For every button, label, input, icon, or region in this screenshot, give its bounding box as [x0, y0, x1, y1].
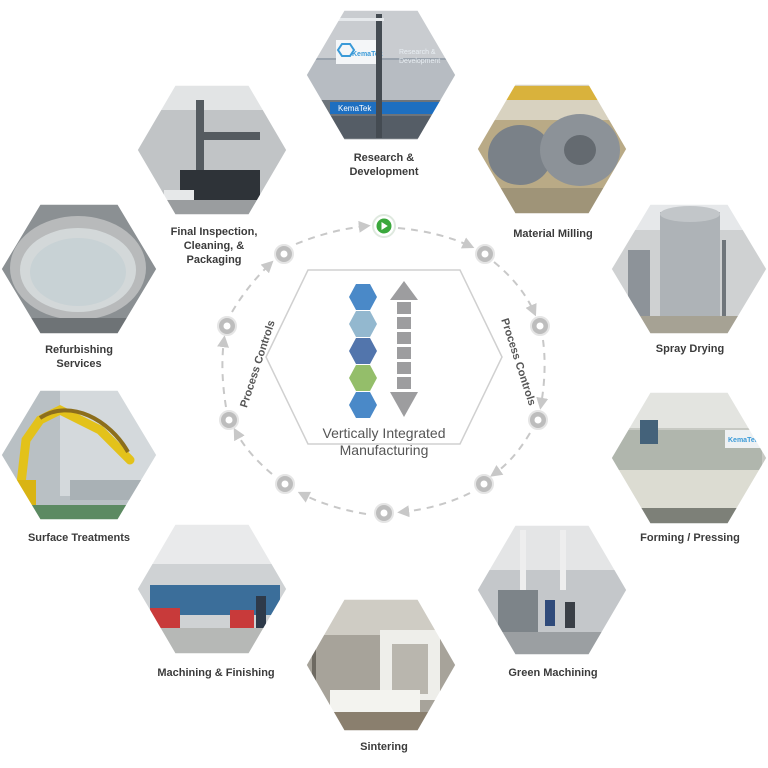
label-final-inspection: Final Inspection, Cleaning, & Packaging	[154, 225, 274, 267]
ring-arrow	[397, 492, 471, 518]
label-green-machining: Green Machining	[493, 666, 613, 680]
label-spray-drying: Spray Drying	[630, 342, 750, 356]
photo-material-milling	[477, 84, 627, 214]
ring-arrow	[397, 227, 475, 249]
label-line: Surface Treatments	[27, 532, 131, 544]
photo-final-inspection	[137, 85, 287, 215]
label-line: Material Milling	[513, 228, 593, 240]
label-machining-finishing: Machining & Finishing	[146, 666, 286, 680]
label-refurbishing-services: Refurbishing Services	[19, 343, 139, 371]
label-line: Sintering	[360, 741, 408, 753]
label-forming-pressing: Forming / Pressing	[628, 531, 752, 545]
start-node-play-icon[interactable]	[372, 214, 396, 238]
photo-forming-pressing: KemaTek	[611, 392, 767, 524]
hex-stack	[349, 284, 377, 418]
photo-refurbishing-services	[1, 204, 157, 334]
photo-surface-treatments	[1, 390, 157, 520]
center-title-line1: Vertically Integrated	[322, 425, 446, 441]
label-sintering: Sintering	[334, 740, 434, 754]
hex-blue	[349, 284, 377, 310]
label-line: Refurbishing	[45, 344, 113, 356]
center-hexagon-outline	[265, 269, 503, 445]
label-line: Packaging	[186, 254, 242, 266]
label-line: Cleaning, &	[183, 240, 245, 252]
ring-arrow	[490, 432, 531, 477]
label-line: Green Machining	[508, 667, 598, 679]
photo-research-development: KemaTek Research & Development KemaTek	[306, 10, 456, 140]
hex-darkblue	[349, 338, 377, 364]
ring-arrow	[536, 339, 549, 410]
photo-spray-drying	[611, 204, 767, 334]
ring-arrow	[233, 427, 273, 475]
ring-arrow	[493, 261, 537, 317]
ring-arrow	[295, 220, 371, 245]
ring-arrow	[231, 260, 274, 313]
label-research-development: Research & Development	[334, 151, 434, 179]
hex-lightblue	[349, 311, 377, 337]
hex-green	[349, 365, 377, 391]
label-material-milling: Material Milling	[493, 227, 613, 241]
label-line: Machining & Finishing	[157, 667, 275, 679]
photo-green-machining	[477, 525, 627, 655]
sign-text-research: Research &	[399, 49, 436, 56]
center-title-line2: Manufacturing	[339, 442, 429, 458]
kematek-sign-text: KemaTek	[352, 51, 383, 58]
label-line: Development	[349, 166, 419, 178]
photo-machining-finishing	[137, 524, 287, 654]
label-line: Research &	[353, 152, 415, 164]
kematek-machine-text: KemaTek	[728, 437, 759, 444]
label-line: Final Inspection,	[170, 226, 258, 238]
sign-text-development: Development	[399, 58, 440, 65]
label-surface-treatments: Surface Treatments	[14, 531, 144, 545]
label-line: Services	[56, 358, 102, 370]
ring-arrow	[297, 491, 367, 515]
process-ring	[217, 220, 549, 518]
ring-nodes	[217, 214, 550, 523]
ring-arrow	[217, 335, 229, 408]
label-line: Forming / Pressing	[640, 532, 740, 544]
vertical-integration-arrow	[390, 281, 418, 417]
hex-blue-bottom	[349, 392, 377, 418]
label-line: Spray Drying	[655, 343, 725, 355]
center-title: Vertically Integrated Manufacturing	[284, 425, 484, 459]
photo-sintering	[306, 599, 456, 731]
kematek-banner-text: KemaTek	[338, 104, 372, 113]
